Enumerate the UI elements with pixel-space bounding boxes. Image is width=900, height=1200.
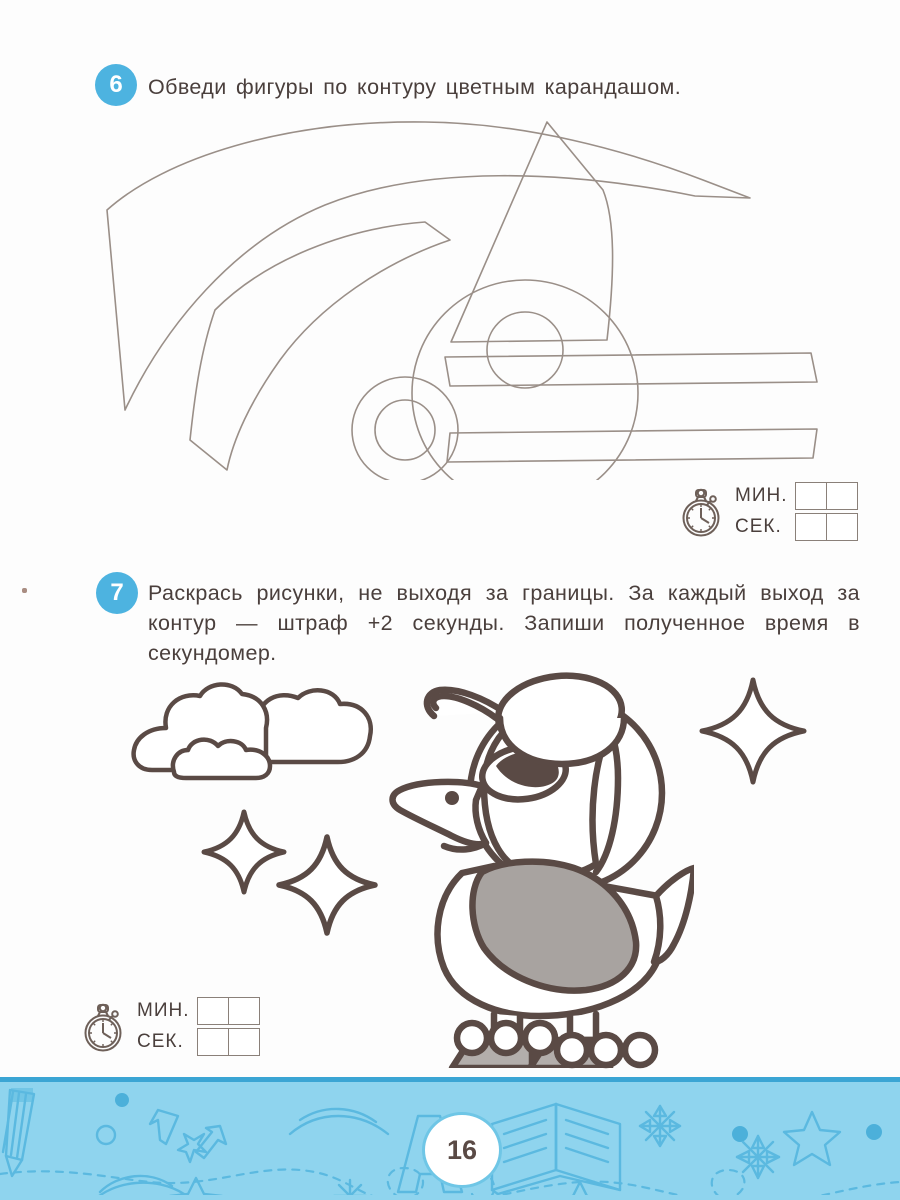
star-outline-icon — [169, 1176, 223, 1195]
roller-skate-wheels-svg — [453, 1019, 659, 1069]
shape-outer-swoosh — [106, 121, 751, 411]
seconds-cell-tens-7[interactable] — [197, 1028, 229, 1056]
pencil-icon — [1, 1088, 36, 1178]
dot-icon — [115, 1093, 129, 1107]
shape-bar-lower — [446, 428, 818, 463]
four-point-star-icon — [201, 809, 287, 895]
stopwatch-row-seconds-6: СЕК. — [735, 513, 858, 541]
snowflake-icon — [735, 1134, 781, 1180]
geometric-outline-shapes-svg — [106, 121, 818, 480]
stopwatch-row-minutes-7: МИН. — [137, 997, 260, 1025]
duck-beak — [389, 778, 490, 848]
four-point-star-icon — [276, 834, 378, 936]
stopwatch-row-seconds-7: СЕК. — [137, 1028, 260, 1056]
minutes-label-6: МИН. — [735, 485, 788, 506]
duck-pilot-illustration — [374, 668, 694, 1068]
stopwatch-row-minutes-6: МИН. — [735, 482, 858, 510]
duck-wing — [469, 858, 640, 994]
minutes-cell-ones-6[interactable] — [825, 482, 858, 510]
stopwatch-rows-7: МИН. СЕК. — [137, 997, 260, 1056]
stopwatch-icon — [680, 486, 726, 538]
task-number-badge-7: 7 — [96, 572, 138, 614]
seconds-cells-7 — [197, 1028, 260, 1056]
shape-inner-circle — [486, 311, 564, 389]
arc-lines-icon — [98, 1107, 390, 1195]
cloud-small-front — [170, 737, 273, 781]
task-instruction-7: Раскрась рисунки, не выходя за границы. … — [148, 581, 860, 665]
duck-tail — [650, 864, 694, 966]
sparkle-medium — [272, 830, 382, 940]
snowflake-icon — [333, 1178, 367, 1195]
duck-on-roller-skates-svg — [389, 672, 694, 1068]
minutes-cells-7 — [197, 997, 260, 1025]
answer-stopwatch-block-6: МИН. СЕК. — [680, 482, 858, 541]
duck-beak-line — [440, 839, 490, 853]
shape-bar-upper — [444, 352, 818, 387]
task-6-illustration — [95, 110, 865, 480]
wheel-right-1 — [553, 1031, 591, 1069]
shape-bump-circle — [351, 376, 459, 480]
wheel-left-3 — [521, 1019, 559, 1057]
answer-stopwatch-block-7: МИН. СЕК. — [82, 997, 260, 1056]
sparkle-small-left — [198, 806, 290, 898]
seconds-cell-ones-7[interactable] — [227, 1028, 260, 1056]
minutes-label-7: МИН. — [137, 1000, 190, 1021]
cloud-icon — [131, 682, 373, 781]
task-number-badge-6: 6 — [95, 64, 137, 106]
wheel-right-2 — [587, 1031, 625, 1069]
task-instruction-6: Обведи фигуры по контуру цветным каранда… — [148, 75, 682, 99]
seconds-label-7: СЕК. — [137, 1031, 184, 1052]
star-outline-icon — [782, 1110, 842, 1167]
stopwatch-icon — [82, 1001, 128, 1053]
seconds-label-6: СЕК. — [735, 516, 782, 537]
dot-icon — [732, 1126, 748, 1142]
shape-bump-ring — [374, 399, 436, 461]
wheel-left-1 — [453, 1019, 491, 1057]
open-book-icon — [490, 1102, 622, 1195]
wheel-left-2 — [487, 1019, 525, 1057]
clouds-illustration — [130, 678, 380, 788]
shape-sail — [450, 121, 614, 343]
seconds-cell-ones-6[interactable] — [825, 513, 858, 541]
page-number: 16 — [422, 1112, 502, 1188]
minutes-cells-6 — [795, 482, 858, 510]
wheel-right-3 — [621, 1031, 659, 1069]
sparkle-top-right — [694, 672, 812, 790]
multiplication-1x1-icon — [148, 1108, 228, 1164]
goggles-rim — [496, 714, 628, 768]
snowflake-icon — [638, 1104, 682, 1148]
stopwatch-rows-6: МИН. СЕК. — [735, 482, 858, 541]
seconds-cells-6 — [795, 513, 858, 541]
four-point-star-icon — [699, 677, 807, 785]
circle-outline-icon — [95, 1124, 117, 1146]
minutes-cell-tens-6[interactable] — [795, 482, 827, 510]
roller-skate-wheels — [450, 1010, 660, 1072]
shape-big-circle — [411, 279, 639, 480]
shape-inner-swoosh — [189, 221, 451, 471]
minutes-cell-ones-7[interactable] — [227, 997, 260, 1025]
goggles-strap-inner — [430, 692, 500, 722]
minutes-cell-tens-7[interactable] — [197, 997, 229, 1025]
paper-speck — [22, 588, 27, 593]
dot-icon — [866, 1124, 882, 1140]
duck-nostril — [445, 791, 459, 805]
seconds-cell-tens-6[interactable] — [795, 513, 827, 541]
